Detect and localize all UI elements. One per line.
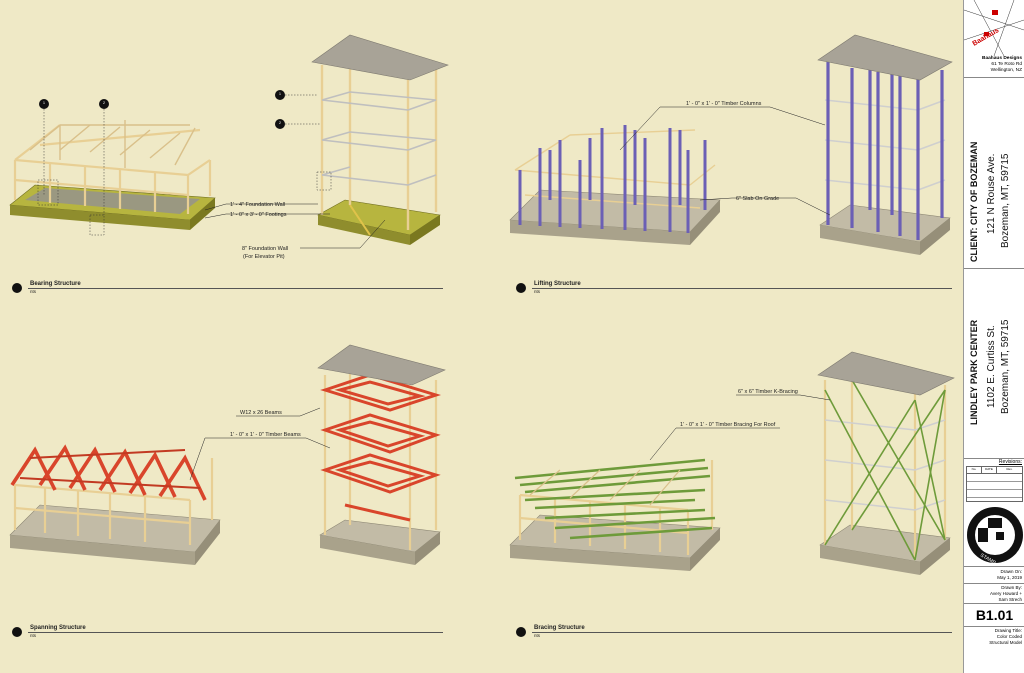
panel-title: Spanning Structure [30,625,86,631]
section-tag-label: 1 [43,101,45,105]
drawn-on: Drawn On: May 1, 2019 [964,566,1024,584]
drawing-title-label: Drawing Title: [994,628,1022,633]
section-tag-icon [37,99,109,236]
callout-footings: 1' - 0" x 3' - 0" Footings [230,212,287,218]
project-name: LINDLEY PARK CENTER [969,319,979,425]
client-name: CLIENT: CITY OF BOZEMAN [969,141,979,262]
panel-scale: nts [30,289,37,294]
title-marker-icon [516,627,526,637]
svg-text:Baahaus: Baahaus [972,27,1001,48]
section-tag-label: 2 [279,121,281,125]
callout-elevator-wall: 8" Foundation Wall [242,246,288,252]
revisions-label: Revisions: [998,459,1022,465]
title-rule [532,632,952,633]
project-section [964,268,1024,459]
panel-spanning-structure: W12 x 26 Beams 1' - 0" x 1' - 0" Timber … [9,344,446,565]
drawing-title: Drawing Title: Color Coded Structural Mo… [964,628,1024,646]
svg-text:STAMP: STAMP [979,553,997,564]
callout-timber-beams: 1' - 0" x 1' - 0" Timber Beams [230,432,301,438]
title-marker-icon [12,283,22,293]
revisions-table: No. DATE Rev. [966,466,1023,502]
panel-lifting-structure: 1' - 0" x 1' - 0" Timber Columns 6" Slab… [509,34,953,255]
panel-bracing-structure: 6" x 6" Timber K-Bracing 1' - 0" x 1' - … [509,351,955,575]
panel-scale: nts [534,289,541,294]
title-marker-icon [12,627,22,637]
callout-slab-on-grade: 6" Slab On Grade [736,196,779,202]
firm-logo: Baahaus [964,0,1024,56]
client-address: 121 N Rouse Ave. [986,153,997,234]
callout-foundation-wall: 1' - 4" Foundation Wall [230,202,285,208]
drawing-sheet: 1 2 1 2 1 [0,0,963,673]
project-city: Bozeman, MT, 59715 [1000,319,1011,415]
client-section [964,78,1024,269]
title-block: Baahaus Baahaus Designs 61 Te Roto Rd We… [963,0,1024,673]
callout-steel-beams: W12 x 26 Beams [240,410,282,416]
revision-header: Rev. [1006,467,1013,471]
stamp-icon: STAMP [967,507,1023,564]
client-city: Bozeman, MT, 59715 [1000,153,1011,249]
callout-elevator-pit: (For Elevator Pit) [243,254,285,260]
revision-header: No. [967,467,982,473]
drawn-on-date: May 1, 2019 [997,575,1022,580]
panel-scale: nts [30,633,37,638]
title-rule [28,632,443,633]
callout-timber-columns: 1' - 0" x 1' - 0" Timber Columns [686,101,762,107]
panel-title: Lifting Structure [534,281,581,287]
firm-address: 61 Te Roto Rd [991,62,1022,67]
section-tag-label: 1 [279,92,281,96]
project-address: 1102 E. Curtiss St. [986,325,997,408]
revision-header: DATE [982,467,997,473]
firm-info: Baahaus Designs 61 Te Roto Rd Wellington… [964,56,1024,78]
drawn-by-label: Drawn By: [1001,585,1022,590]
drawn-by-name-2: Sam Strech [998,597,1022,602]
panel-title: Bearing Structure [30,281,81,287]
title-rule [28,288,443,289]
drawn-by-name-1: Avery Howard + [989,591,1022,596]
firm-name: Baahaus Designs [982,56,1022,61]
drawn-on-label: Drawn On: [1000,569,1022,574]
title-marker-icon [516,283,526,293]
callout-k-bracing: 6" x 6" Timber K-Bracing [738,389,798,395]
firm-city: Wellington, NZ [990,68,1022,73]
section-tag-label: 2 [103,101,105,105]
panel-title: Bracing Structure [534,625,585,631]
panel-scale: nts [534,633,541,638]
panel-bearing-structure: 1 2 1 2 1 [9,34,449,260]
sheet-number: B1.01 [964,604,1024,627]
drawing-title-line-1: Color Coded [996,634,1022,639]
drawing-title-line-2: Structural Model [989,640,1022,645]
section-tag-icon [275,90,332,191]
drawn-by: Drawn By: Avery Howard + Sam Strech [964,584,1024,604]
title-rule [532,288,952,289]
callout-roof-bracing: 1' - 0" x 1' - 0" Timber Bracing For Roo… [680,422,776,428]
